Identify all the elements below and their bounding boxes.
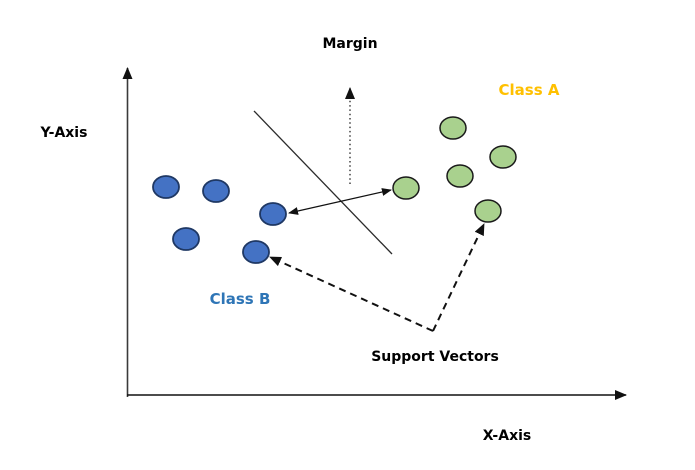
class-b-point xyxy=(202,179,230,203)
support-arrow-to-a-line xyxy=(432,223,485,332)
class-b-point xyxy=(152,175,180,199)
class-a-point xyxy=(392,176,420,200)
margin-label: Margin xyxy=(322,36,378,52)
class-b-point xyxy=(259,202,287,226)
class-a-point xyxy=(446,164,474,188)
class-b-label: Class B xyxy=(209,290,271,308)
support-vectors-label: Support Vectors xyxy=(371,349,499,365)
class-a-point xyxy=(474,199,502,223)
x-axis-label: X-Axis xyxy=(482,428,532,444)
margin-width-arrow-line xyxy=(288,188,392,215)
class-a-point xyxy=(489,145,517,169)
support-arrow-to-b-line xyxy=(269,256,434,332)
class-b-point xyxy=(172,227,200,251)
class-a-point xyxy=(439,116,467,140)
class-a-label: Class A xyxy=(498,81,560,99)
y-axis-label: Y-Axis xyxy=(40,125,88,141)
class-b-point xyxy=(242,240,270,264)
hyperplane-line xyxy=(253,110,393,255)
